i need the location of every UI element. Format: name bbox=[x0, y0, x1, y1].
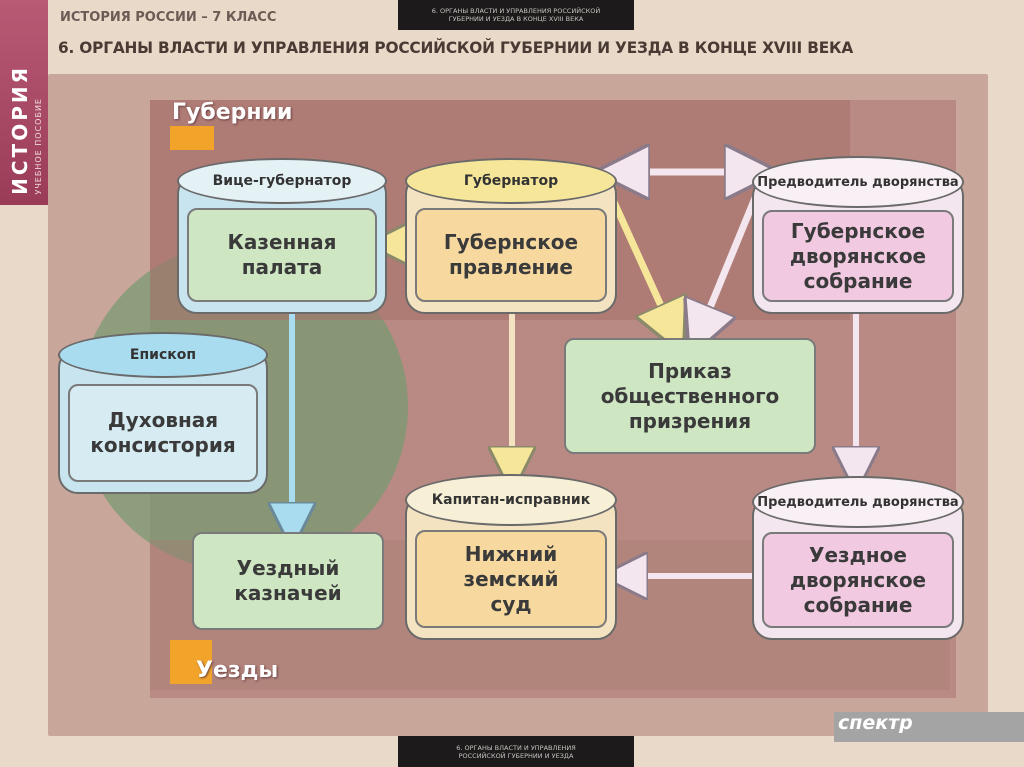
publisher-logo: спектр bbox=[838, 712, 913, 734]
gubernii-marker bbox=[170, 126, 214, 150]
marshal-gubernia-cap: Предводитель дворянства bbox=[752, 156, 964, 208]
top-caption-box: 6. ОРГАНЫ ВЛАСТИ И УПРАВЛЕНИЯ РОССИЙСКОЙ… bbox=[398, 0, 634, 30]
gubernskoe-sobranie-box: Губернское дворянское собрание bbox=[762, 210, 954, 302]
bishop-cylinder: Епископ Духовная консистория bbox=[58, 332, 268, 494]
bishop-cap: Епископ bbox=[58, 332, 268, 378]
bottom-caption-box: 6. ОРГАНЫ ВЛАСТИ И УПРАВЛЕНИЯ РОССИЙСКОЙ… bbox=[398, 736, 634, 767]
publisher-band bbox=[834, 712, 1024, 742]
marshal-uezd-cap: Предводитель дворянства bbox=[752, 476, 964, 528]
side-strip: ИСТОРИЯ УЧЕБНОЕ ПОСОБИЕ bbox=[0, 0, 48, 205]
bottom-caption-line: РОССИЙСКОЙ ГУБЕРНИИ И УЕЗДА bbox=[458, 752, 574, 760]
uezdy-marker bbox=[170, 640, 212, 684]
marshal-uezd-cylinder: Предводитель дворянства Уездное дворянск… bbox=[752, 476, 964, 640]
uezdnoe-sobranie-box: Уездное дворянское собрание bbox=[762, 532, 954, 628]
vice-governor-cylinder: Вице-губернатор Казенная палата bbox=[177, 158, 387, 314]
page-title: 6. ОРГАНЫ ВЛАСТИ И УПРАВЛЕНИЯ РОССИЙСКОЙ… bbox=[58, 38, 854, 57]
governor-cylinder: Губернатор Губернское правление bbox=[405, 158, 617, 314]
bottom-caption-line: 6. ОРГАНЫ ВЛАСТИ И УПРАВЛЕНИЯ bbox=[456, 744, 576, 752]
gubernii-label: Губернии bbox=[172, 100, 293, 125]
uezdy-label: Уезды bbox=[196, 658, 279, 683]
gubernskoe-pravlenie-box: Губернское правление bbox=[415, 208, 607, 302]
top-caption-line: ГУБЕРНИИ И УЕЗДА В КОНЦЕ XVIII ВЕКА bbox=[448, 15, 584, 23]
uezdny-kaznachey-box: Уездный казначей bbox=[192, 532, 384, 630]
vice-governor-cap: Вице-губернатор bbox=[177, 158, 387, 204]
nizhniy-sud-box: Нижний земский суд bbox=[415, 530, 607, 628]
governor-cap: Губернатор bbox=[405, 158, 617, 204]
marshal-gubernia-cylinder: Предводитель дворянства Губернское дворя… bbox=[752, 156, 964, 314]
kazennaya-palata-box: Казенная палата bbox=[187, 208, 377, 302]
course-label: ИСТОРИЯ РОССИИ – 7 КЛАСС bbox=[60, 10, 277, 25]
prikaz-box: Приказ общественного призрения bbox=[564, 338, 816, 454]
dukhovnaya-konsistoria-box: Духовная консистория bbox=[68, 384, 258, 482]
arrow-marshal-to-prikaz bbox=[700, 184, 764, 332]
top-caption-line: 6. ОРГАНЫ ВЛАСТИ И УПРАВЛЕНИЯ РОССИЙСКОЙ bbox=[431, 7, 601, 15]
ispravnik-cap: Капитан-исправник bbox=[405, 474, 617, 526]
ispravnik-cylinder: Капитан-исправник Нижний земский суд bbox=[405, 474, 617, 640]
